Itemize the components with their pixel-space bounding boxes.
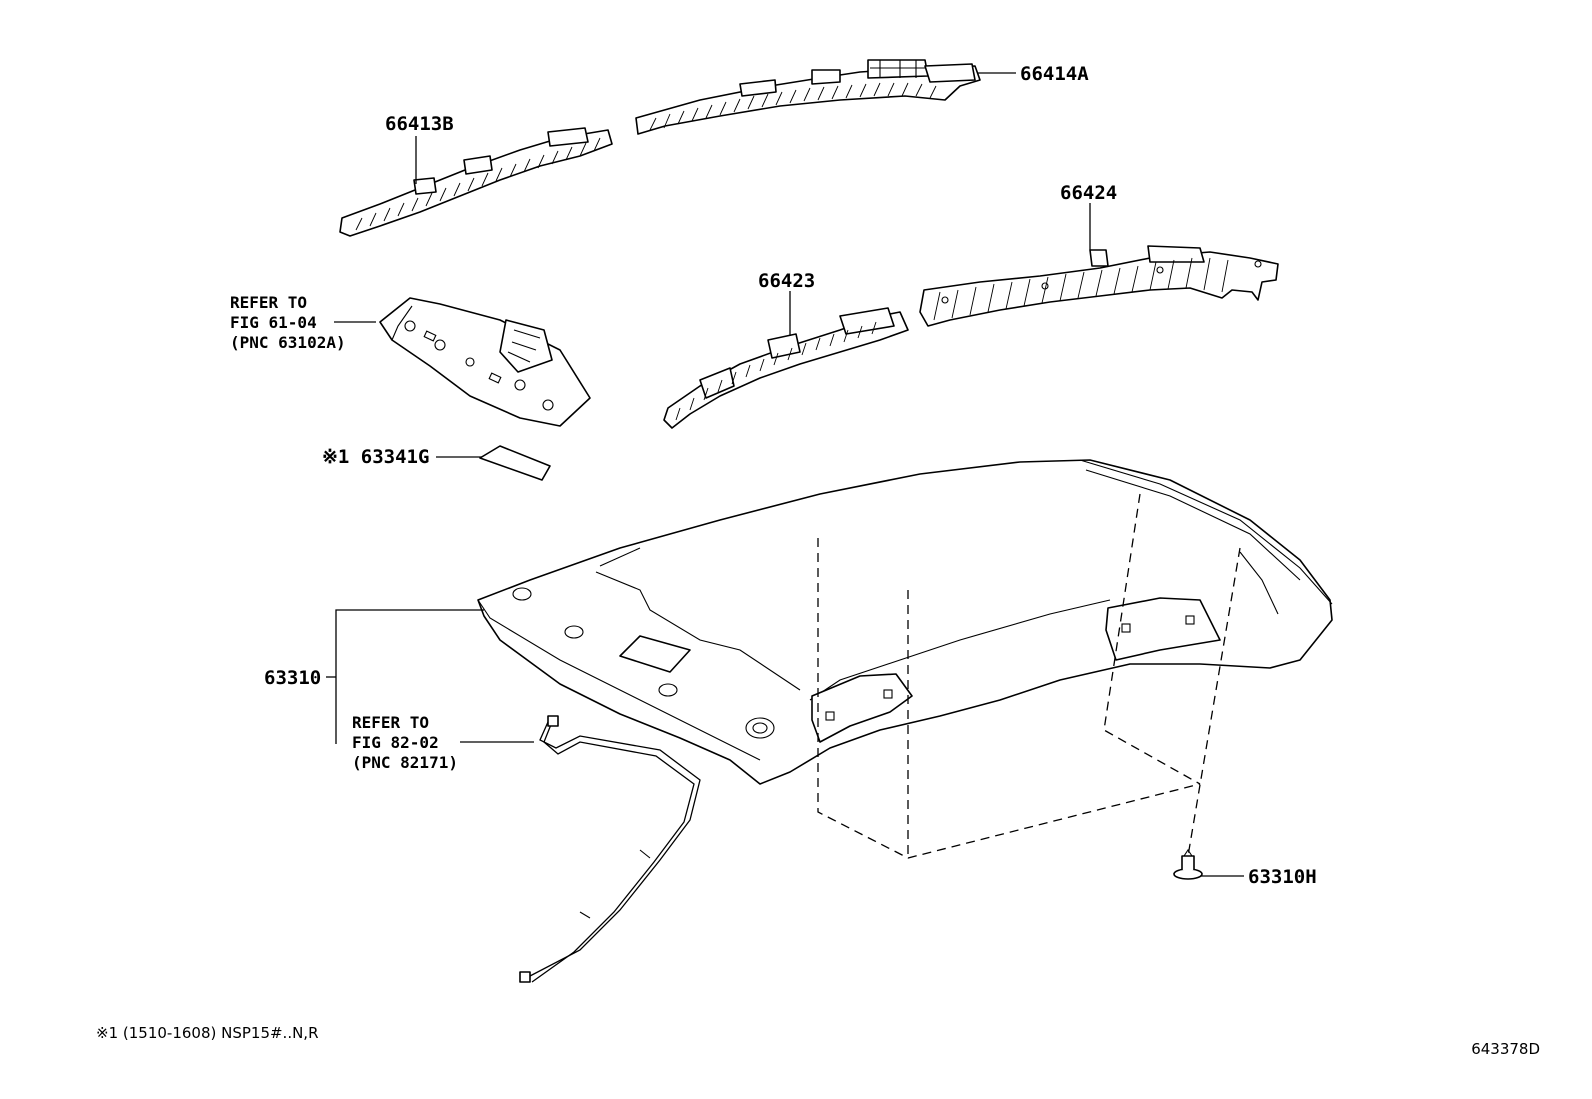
footnote: ※1 (1510-1608) NSP15#..N,R <box>96 1024 319 1042</box>
ref-61-04-line3: (PNC 63102A) <box>230 333 346 352</box>
headliner-63310-drawing <box>477 459 1333 785</box>
label-66414a: 66414A <box>1020 63 1089 85</box>
roof-console-bracket-drawing <box>379 297 591 427</box>
ref-82-02-line1: REFER TO <box>352 713 429 732</box>
clip-63310h-drawing <box>1173 849 1203 880</box>
part-66423-drawing <box>663 307 909 429</box>
part-66424-drawing <box>919 245 1279 327</box>
label-66413b: 66413B <box>385 113 454 135</box>
label-63341g: ※1 63341G <box>322 446 429 468</box>
ref-82-02-line3: (PNC 82171) <box>352 753 458 772</box>
label-63310: 63310 <box>264 667 321 689</box>
label-66424: 66424 <box>1060 182 1117 204</box>
alignment-dashed-lines <box>817 493 1241 859</box>
label-63310h: 63310H <box>1248 866 1317 888</box>
diagram-code: 643378D <box>1471 1040 1540 1058</box>
leader-lines <box>326 72 1244 877</box>
ref-61-04-line1: REFER TO <box>230 293 307 312</box>
ref-61-04-line2: FIG 61-04 <box>230 313 317 332</box>
ref-82-02-line2: FIG 82-02 <box>352 733 439 752</box>
part-66413b-drawing <box>339 127 613 237</box>
label-66423: 66423 <box>758 270 815 292</box>
part-66414a-drawing <box>635 59 981 135</box>
part-63341g-drawing <box>479 445 551 481</box>
roof-wire-harness-drawing <box>519 715 701 983</box>
